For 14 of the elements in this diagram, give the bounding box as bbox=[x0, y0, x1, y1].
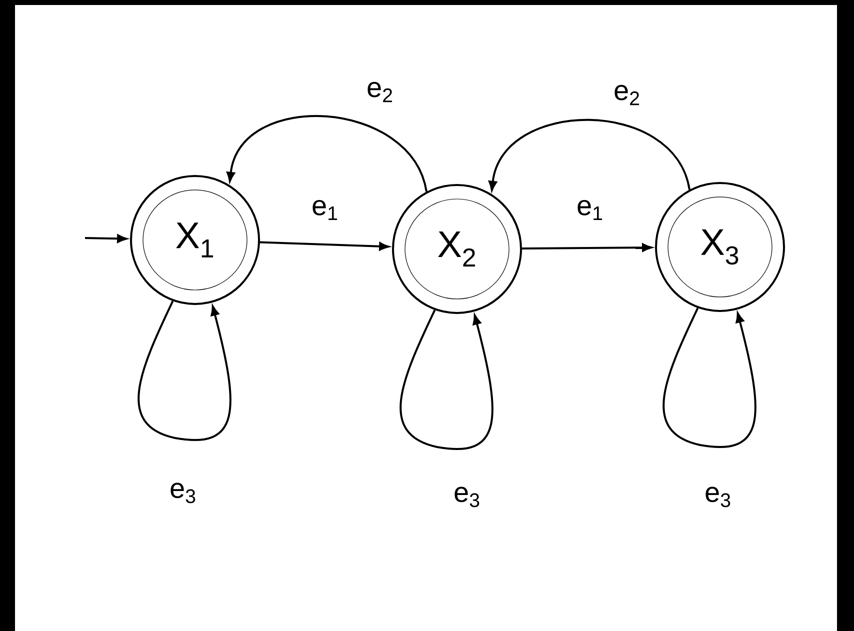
arrow bbox=[662, 308, 756, 448]
edge-label: e$_{1}$ bbox=[310, 199, 340, 221]
edge-label: e$_{3}$ bbox=[168, 482, 198, 504]
arrow bbox=[138, 300, 232, 441]
arrow bbox=[522, 243, 652, 252]
arrow bbox=[488, 118, 690, 191]
arrow bbox=[400, 310, 494, 450]
arrow bbox=[260, 241, 390, 251]
edge-label: e$_{1}$ bbox=[576, 199, 604, 221]
edge-label: e$_{3}$ bbox=[452, 486, 482, 508]
edge-label: e$_{2}$ bbox=[366, 80, 394, 104]
arrow bbox=[226, 115, 428, 192]
edge-label: e$_{2}$ bbox=[612, 84, 642, 106]
edge-label: e$_{3}$ bbox=[704, 486, 732, 508]
